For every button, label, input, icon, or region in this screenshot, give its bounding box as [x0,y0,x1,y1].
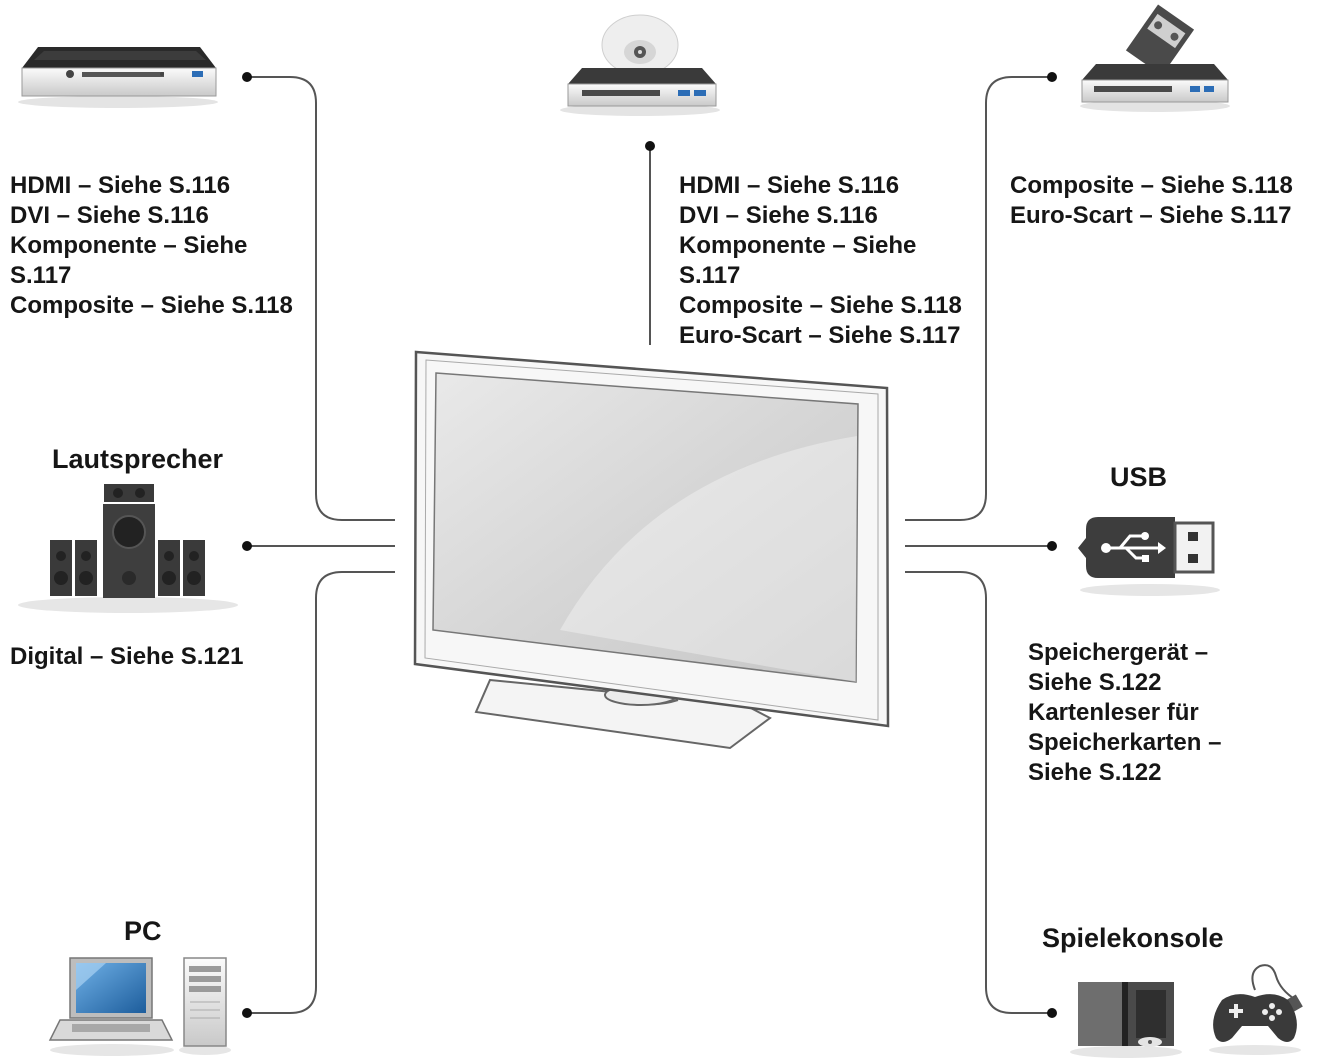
bluray-connection-line: DVI – Siehe S.116 [10,202,209,229]
dvd-connection-line: Komponente – Siehe [679,232,917,259]
dvd-connection-list: HDMI – Siehe S.116 DVI – Siehe S.116 Kom… [679,171,962,351]
bluray-player-icon [18,47,218,108]
line-vcr [905,76,1052,521]
console-title: Spielekonsole [1042,923,1224,953]
desktop-tower-icon [179,957,231,1055]
bluray-connection-line: S.117 [10,262,72,289]
usb-connection-line: Siehe S.122 [1028,759,1162,786]
vcr-connection-line: Composite – Siehe S.118 [1010,172,1293,199]
usb-title: USB [1110,462,1168,492]
line-console [905,571,1052,1014]
connection-dots [242,72,1057,1018]
speaker-title: Lautsprecher [52,444,224,474]
dvd-connection-line: S.117 [679,262,741,289]
speaker-system-icon [18,484,238,613]
usb-connection-line: Kartenleser für [1028,699,1199,726]
pc-title: PC [124,916,162,946]
bluray-connection-line: HDMI – Siehe S.116 [10,172,231,199]
vcr-icon [1080,4,1230,112]
vcr-connection-line: Euro-Scart – Siehe S.117 [1010,202,1292,229]
usb-stick-icon [1078,517,1220,596]
tv-icon [413,350,890,750]
line-pc [247,571,395,1014]
dvd-connection-line: DVI – Siehe S.116 [679,202,878,229]
bluray-connection-line: Composite – Siehe S.118 [10,292,293,319]
vcr-connection-list: Composite – Siehe S.118 Euro-Scart – Sie… [1010,171,1293,231]
laptop-icon [48,957,174,1056]
game-console-icon [1070,982,1182,1058]
usb-connection-line: Speicherkarten – [1028,729,1222,756]
dvd-player-icon [560,14,720,116]
bluray-connection-list: HDMI – Siehe S.116 DVI – Siehe S.116 Kom… [10,171,293,321]
dvd-connection-line: HDMI – Siehe S.116 [679,172,900,199]
speaker-connection-list: Digital – Siehe S.121 [10,642,243,672]
dvd-connection-line: Euro-Scart – Siehe S.117 [679,322,961,349]
bluray-connection-line: Komponente – Siehe [10,232,248,259]
usb-connection-line: Siehe S.122 [1028,669,1162,696]
gamepad-icon [1209,964,1303,1055]
usb-connection-list: Speichergerät – Siehe S.122 Kartenleser … [1028,638,1221,788]
dvd-connection-line: Composite – Siehe S.118 [679,292,962,319]
usb-connection-line: Speichergerät – [1028,639,1209,666]
speaker-connection-line: Digital – Siehe S.121 [10,643,244,670]
line-bluray [247,76,395,521]
connection-lines [247,76,1052,1014]
